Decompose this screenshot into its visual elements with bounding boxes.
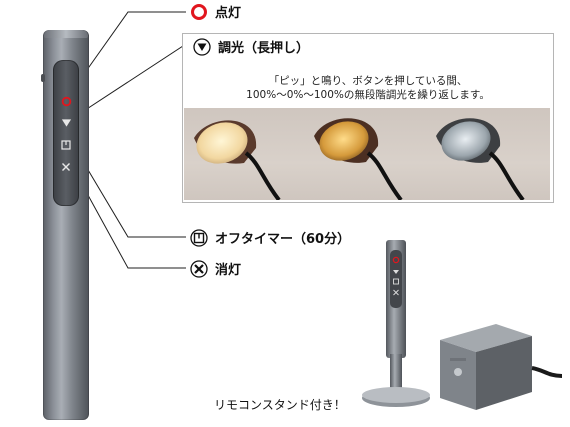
remote-top-cap: [44, 30, 88, 38]
timer-square-icon: [61, 140, 71, 150]
dimming-description-line1: 「ピッ」と鳴り、ボタンを押している間、: [268, 75, 468, 87]
callout-off-timer: オフタイマー（60分）: [190, 228, 350, 247]
remote-side-switch: [41, 74, 45, 82]
remote-power-button[interactable]: [59, 95, 73, 107]
lamp-base-box: [440, 324, 563, 410]
lamp-photo-bright: [194, 120, 281, 200]
dimming-description-line2: 100%〜0%〜100%の無段階調光を繰り返します。: [246, 89, 490, 101]
stand-included-note: リモコンスタンド付き！: [214, 398, 346, 412]
remote-off-button[interactable]: [59, 161, 73, 173]
timer-square-icon: [190, 228, 208, 247]
lamp-photo-off: [436, 118, 525, 200]
lamp-dimming-photos: [184, 108, 550, 200]
triangle-down-icon: [61, 119, 71, 127]
x-circle-icon: [190, 259, 208, 278]
remote-on-stand: [362, 240, 430, 407]
callout-dimming-label: 調光（長押し）: [218, 41, 310, 56]
callout-off: 消灯: [190, 259, 241, 278]
callout-power-on: 点灯: [190, 2, 241, 21]
callout-power-label: 点灯: [215, 6, 242, 21]
callout-off-timer-label: オフタイマー（60分）: [215, 232, 351, 247]
lamp-photo-dim: [314, 118, 403, 200]
circle-icon: [61, 96, 71, 106]
lamp-images: [194, 118, 525, 200]
callout-dimming: 調光（長押し）: [193, 37, 309, 56]
remote-dim-button[interactable]: [59, 117, 73, 129]
remote-button-panel: [53, 60, 79, 206]
triangle-down-circle-icon: [193, 37, 211, 56]
remote-timer-button[interactable]: [59, 139, 73, 151]
circle-icon: [190, 3, 208, 21]
dimming-description: 「ピッ」と鳴り、ボタンを押している間、 100%〜0%〜100%の無段階調光を繰…: [183, 74, 553, 102]
callout-off-label: 消灯: [215, 263, 242, 278]
x-icon: [62, 163, 70, 171]
